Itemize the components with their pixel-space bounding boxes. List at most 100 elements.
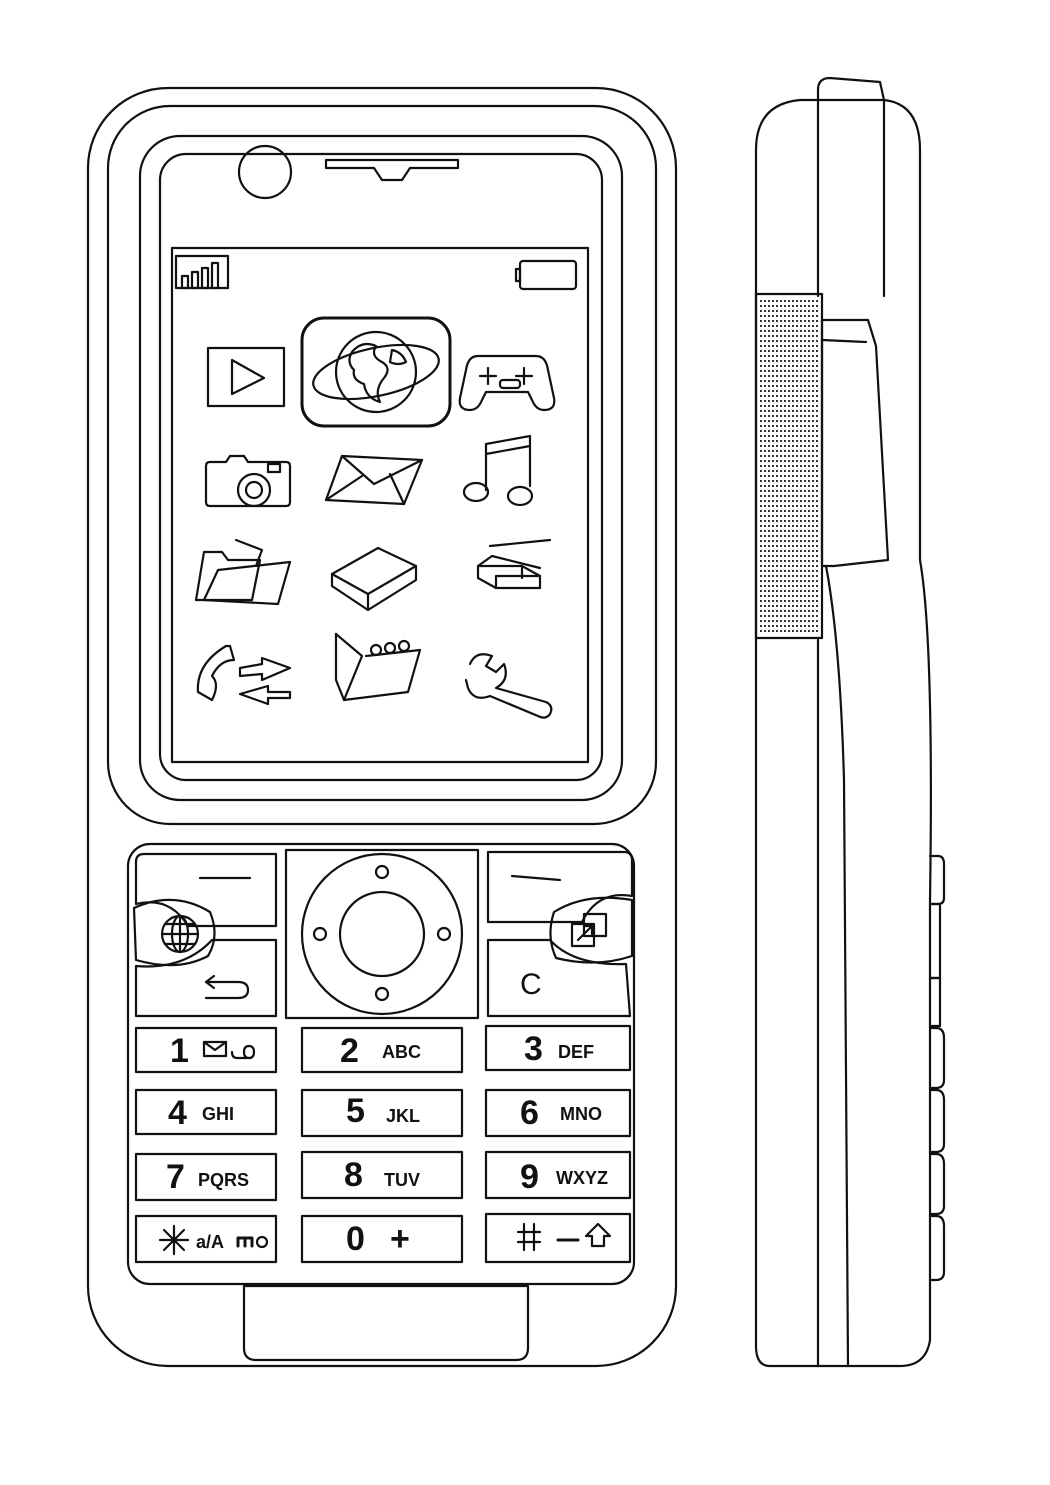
key-6[interactable]: 6 MNO (484, 1088, 632, 1138)
grille-dot (792, 400, 794, 402)
internet-globe-icon[interactable] (300, 316, 452, 428)
key-9-letters: WXYZ (556, 1168, 608, 1188)
volume-down-button[interactable] (928, 902, 942, 980)
key-star[interactable]: a/A (134, 1214, 278, 1264)
grille-dot (768, 305, 770, 307)
grille-dot (804, 465, 806, 467)
navigation-pad[interactable] (284, 848, 480, 1020)
key-3-digit: 3 (524, 1030, 543, 1068)
grille-dot (816, 485, 818, 487)
grille-dot (772, 520, 774, 522)
grille-dot (784, 395, 786, 397)
lens-cover-slider[interactable] (820, 318, 890, 568)
grille-dot (780, 495, 782, 497)
side-key-6[interactable] (928, 1152, 946, 1216)
grille-dot (812, 530, 814, 532)
messaging-envelope-icon[interactable] (324, 454, 424, 506)
grille-dot (776, 340, 778, 342)
grille-dot (808, 365, 810, 367)
grille-dot (800, 410, 802, 412)
grille-dot (808, 505, 810, 507)
grille-dot (792, 365, 794, 367)
nav-center-select[interactable] (338, 890, 426, 978)
grille-dot (812, 305, 814, 307)
key-0[interactable]: 0 + (300, 1214, 464, 1264)
grille-dot (764, 530, 766, 532)
connectivity-icon[interactable] (476, 538, 552, 590)
organizer-book-icon[interactable] (330, 546, 418, 612)
clear-key[interactable]: C (486, 938, 632, 1018)
key-hash[interactable] (484, 1212, 632, 1264)
grille-dot (812, 315, 814, 317)
grille-dot (792, 390, 794, 392)
camera-shutter-button[interactable] (928, 1026, 946, 1090)
camera-icon[interactable] (204, 454, 292, 508)
nav-left[interactable] (312, 926, 328, 942)
volume-up-button[interactable] (928, 854, 946, 906)
nav-down[interactable] (374, 986, 390, 1002)
games-gamepad-icon[interactable] (458, 354, 556, 412)
grille-dot (816, 600, 818, 602)
grille-dot (804, 365, 806, 367)
side-key-3[interactable] (928, 976, 942, 1028)
key-3[interactable]: 3 DEF (484, 1024, 632, 1072)
video-player-icon[interactable] (206, 346, 286, 408)
grille-dot (816, 480, 818, 482)
nav-up[interactable] (374, 864, 390, 880)
grille-dot (796, 360, 798, 362)
grille-dot (808, 565, 810, 567)
right-soft-key[interactable] (486, 850, 634, 924)
notes-notepad-icon[interactable] (334, 632, 422, 702)
grille-dot (816, 570, 818, 572)
grille-dot (776, 385, 778, 387)
music-note-icon[interactable] (462, 434, 534, 507)
key-7[interactable]: 7 PQRS (134, 1152, 278, 1202)
side-buttons (928, 854, 946, 1282)
grille-dot (792, 385, 794, 387)
key-4[interactable]: 4 GHI (134, 1088, 278, 1136)
grille-dot (812, 480, 814, 482)
back-key[interactable] (134, 938, 278, 1018)
grille-dot (760, 340, 762, 342)
grille-dot (792, 410, 794, 412)
grille-dot (816, 335, 818, 337)
key-5[interactable]: 5 JKL (300, 1088, 464, 1138)
nav-right[interactable] (436, 926, 452, 942)
grille-dot (780, 345, 782, 347)
key-4-digit: 4 (168, 1094, 187, 1132)
left-soft-key[interactable] (134, 852, 278, 928)
grille-dot (808, 420, 810, 422)
grille-dot (796, 370, 798, 372)
grille-dot (784, 400, 786, 402)
key-8[interactable]: 8 TUV (300, 1150, 464, 1200)
grille-dot (816, 545, 818, 547)
settings-wrench-icon[interactable] (464, 653, 553, 719)
activity-menu-key[interactable] (549, 896, 634, 964)
grille-dot (764, 375, 766, 377)
grille-dot (800, 605, 802, 607)
grille-dot (816, 490, 818, 492)
side-key-7[interactable] (928, 1214, 946, 1282)
grille-dot (768, 370, 770, 372)
grille-dot (816, 535, 818, 537)
key-1[interactable]: 1 (134, 1026, 278, 1074)
key-2[interactable]: 2 ABC (300, 1026, 464, 1074)
grille-dot (776, 390, 778, 392)
grille-dot (776, 570, 778, 572)
grille-dot (800, 525, 802, 527)
grille-dot (816, 380, 818, 382)
grille-dot (768, 560, 770, 562)
grille-dot (800, 435, 802, 437)
grille-dot (804, 305, 806, 307)
grille-dot (788, 365, 790, 367)
key-9[interactable]: 9 WXYZ (484, 1150, 632, 1200)
grille-dot (816, 395, 818, 397)
grille-dot (804, 535, 806, 537)
side-key-5[interactable] (928, 1088, 946, 1154)
file-manager-folder-icon[interactable] (194, 538, 292, 606)
grille-dot (788, 475, 790, 477)
grille-dot (808, 415, 810, 417)
nav-ring[interactable] (300, 852, 464, 1016)
calls-phone-icon[interactable] (196, 644, 292, 706)
grille-dot (808, 605, 810, 607)
